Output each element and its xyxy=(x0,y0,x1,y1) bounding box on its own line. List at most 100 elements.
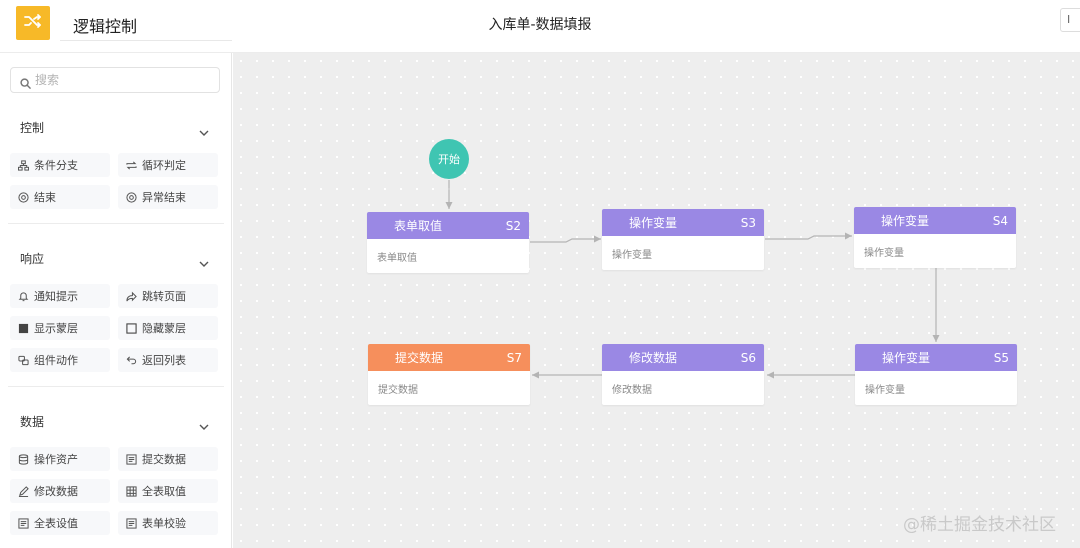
node-id: S7 xyxy=(506,350,522,365)
return-icon xyxy=(125,354,137,366)
tool-jump-page[interactable]: 跳转页面 xyxy=(118,284,218,308)
tool-label: 跳转页面 xyxy=(142,290,186,303)
edit-icon xyxy=(17,485,29,497)
node-header: 操作变量 S3 xyxy=(602,209,764,236)
node-header: 修改数据 S6 xyxy=(602,344,764,371)
tool-operate-asset[interactable]: 操作资产 xyxy=(10,447,110,471)
tool-form-validate[interactable]: 表单校验 xyxy=(118,511,218,535)
watermark: @稀土掘金技术社区 xyxy=(903,515,1056,535)
tool-label: 表单校验 xyxy=(142,517,186,530)
target-icon xyxy=(17,191,29,203)
chevron-down-icon[interactable] xyxy=(199,122,209,141)
node-title: 表单取值 xyxy=(394,219,443,233)
tool-label: 循环判定 xyxy=(142,159,186,172)
flow-node-s5[interactable]: 操作变量 S5 操作变量 xyxy=(855,344,1017,405)
sidebar: 控制 条件分支 循环判定 结束 异常结束 响应 通知提示 跳转页面 显示蒙层 隐… xyxy=(0,53,232,548)
tool-label: 结束 xyxy=(34,191,56,204)
page-title: 入库单-数据填报 xyxy=(488,17,592,33)
search-input[interactable] xyxy=(35,71,215,89)
tool-notify[interactable]: 通知提示 xyxy=(10,284,110,308)
branch-icon xyxy=(17,159,29,171)
bell-icon xyxy=(17,290,29,302)
tool-label: 修改数据 xyxy=(34,485,78,498)
tool-get-table-values[interactable]: 全表取值 xyxy=(118,479,218,503)
node-description: 修改数据 xyxy=(612,385,652,396)
node-header: 提交数据 S7 xyxy=(368,344,530,371)
database-icon xyxy=(17,453,29,465)
tool-set-table-values[interactable]: 全表设值 xyxy=(10,511,110,535)
flow-node-s4[interactable]: 操作变量 S4 操作变量 xyxy=(854,207,1016,268)
section-divider xyxy=(8,223,224,224)
tool-label: 操作资产 xyxy=(34,453,78,466)
flow-node-s7[interactable]: 提交数据 S7 提交数据 xyxy=(368,344,530,405)
logo[interactable] xyxy=(16,6,50,40)
node-id: S3 xyxy=(740,215,756,230)
grid-icon xyxy=(125,485,137,497)
section-title-data: 数据 xyxy=(20,415,45,429)
search-box[interactable] xyxy=(10,67,220,93)
tool-label: 条件分支 xyxy=(34,159,78,172)
filled-square-icon xyxy=(17,322,29,334)
tool-hide-mask[interactable]: 隐藏蒙层 xyxy=(118,316,218,340)
node-title: 提交数据 xyxy=(395,351,444,365)
tool-label: 通知提示 xyxy=(34,290,78,303)
node-title: 修改数据 xyxy=(629,351,678,365)
tool-loop-check[interactable]: 循环判定 xyxy=(118,153,218,177)
share-icon xyxy=(125,290,137,302)
empty-square-icon xyxy=(125,322,137,334)
title-divider xyxy=(60,40,232,41)
flow-canvas[interactable] xyxy=(233,53,1080,548)
shuffle-icon xyxy=(23,11,43,35)
link-icon xyxy=(17,354,29,366)
node-title: 操作变量 xyxy=(882,351,931,365)
flow-node-s3[interactable]: 操作变量 S3 操作变量 xyxy=(602,209,764,270)
node-header: 操作变量 S5 xyxy=(855,344,1017,371)
node-id: S2 xyxy=(505,218,521,233)
tool-label: 全表取值 xyxy=(142,485,186,498)
chevron-down-icon[interactable] xyxy=(199,253,209,272)
tool-label: 显示蒙层 xyxy=(34,322,78,335)
tool-end[interactable]: 结束 xyxy=(10,185,110,209)
tool-label: 异常结束 xyxy=(142,191,186,204)
node-description: 操作变量 xyxy=(864,248,904,259)
section-divider xyxy=(8,386,224,387)
target-icon xyxy=(125,191,137,203)
node-header: 表单取值 S2 xyxy=(367,212,529,239)
tool-component-action[interactable]: 组件动作 xyxy=(10,348,110,372)
chevron-down-icon[interactable] xyxy=(199,416,209,435)
node-id: S5 xyxy=(993,350,1009,365)
tool-condition-branch[interactable]: 条件分支 xyxy=(10,153,110,177)
search-icon xyxy=(20,74,31,93)
node-title: 操作变量 xyxy=(881,214,930,228)
flow-node-s6[interactable]: 修改数据 S6 修改数据 xyxy=(602,344,764,405)
tool-label: 返回列表 xyxy=(142,354,186,367)
form-icon xyxy=(125,517,137,529)
tool-return-list[interactable]: 返回列表 xyxy=(118,348,218,372)
tool-label: 全表设值 xyxy=(34,517,78,530)
node-header: 操作变量 S4 xyxy=(854,207,1016,234)
node-description: 提交数据 xyxy=(378,385,418,396)
node-title: 操作变量 xyxy=(629,216,678,230)
node-id: S6 xyxy=(740,350,756,365)
header-action-button[interactable]: I xyxy=(1060,8,1080,32)
form-icon xyxy=(17,517,29,529)
tool-abnormal-end[interactable]: 异常结束 xyxy=(118,185,218,209)
node-description: 操作变量 xyxy=(865,385,905,396)
flow-node-s2[interactable]: 表单取值 S2 表单取值 xyxy=(367,212,529,273)
node-id: S4 xyxy=(992,213,1008,228)
tool-show-mask[interactable]: 显示蒙层 xyxy=(10,316,110,340)
node-description: 表单取值 xyxy=(377,253,417,264)
section-title-control: 控制 xyxy=(20,121,45,135)
section-title-response: 响应 xyxy=(20,252,45,266)
loop-icon xyxy=(125,159,137,171)
form-icon xyxy=(125,453,137,465)
tool-label: 组件动作 xyxy=(34,354,78,367)
header: 逻辑控制 入库单-数据填报 I xyxy=(0,0,1080,53)
start-node[interactable]: 开始 xyxy=(429,139,469,179)
node-description: 操作变量 xyxy=(612,250,652,261)
tool-submit-data[interactable]: 提交数据 xyxy=(118,447,218,471)
app-title: 逻辑控制 xyxy=(73,17,138,36)
tool-modify-data[interactable]: 修改数据 xyxy=(10,479,110,503)
tool-label: 隐藏蒙层 xyxy=(142,322,186,335)
tool-label: 提交数据 xyxy=(142,453,186,466)
